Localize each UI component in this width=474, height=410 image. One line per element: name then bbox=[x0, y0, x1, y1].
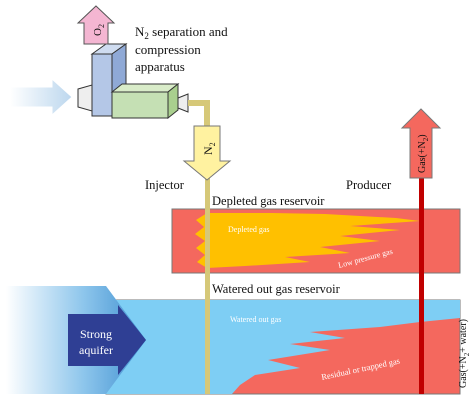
n2-injection-arrow bbox=[182, 125, 232, 181]
aquifer-label-line1: Strong bbox=[80, 327, 112, 341]
depleted-jagged-edge bbox=[195, 213, 207, 268]
injector-well-pipe bbox=[205, 176, 210, 394]
outlet-compressor-icon bbox=[177, 93, 189, 113]
injector-well: N2 Injector bbox=[145, 125, 232, 394]
producer-gas-label: Gas(+N2) bbox=[417, 134, 430, 173]
producer-well: Gas(+N2) Producer Gas(+N2+ water) bbox=[346, 108, 471, 394]
n2-injection-label: N2 bbox=[201, 142, 217, 155]
depleted-gas-zone bbox=[207, 213, 420, 268]
producer-side-label: Gas(+N2+ water) bbox=[458, 319, 471, 388]
green-compression-box bbox=[111, 91, 169, 119]
aquifer-label-line2: aquifer bbox=[79, 343, 113, 357]
apparatus-label-line2: compression bbox=[135, 42, 201, 57]
apparatus-label-line1: N2 separation and bbox=[135, 24, 228, 41]
watered-out-gas-zone bbox=[106, 300, 460, 394]
air-inflow-arrow bbox=[9, 77, 73, 117]
watered-reservoir-title: Watered out gas reservoir bbox=[212, 282, 341, 296]
gas-output-arrow bbox=[400, 108, 442, 179]
injector-label: Injector bbox=[145, 178, 185, 192]
green-box-top bbox=[110, 83, 180, 93]
depleted-reservoir: Depleted gas Low pressure gas bbox=[171, 208, 461, 274]
apparatus-label-line3: apparatus bbox=[135, 59, 185, 74]
producer-label: Producer bbox=[346, 178, 392, 192]
n2-supply-pipe bbox=[188, 100, 210, 126]
o2-label: O2 bbox=[92, 24, 106, 36]
strong-aquifer-arrow: Strong aquifer bbox=[6, 286, 146, 394]
apparatus: O2 N2 separation and compression apparat… bbox=[9, 5, 228, 120]
o2-output-arrow bbox=[76, 5, 116, 45]
watered-out-reservoir: Watered out gas Residual or trapped gas bbox=[105, 299, 461, 395]
producer-well-pipe bbox=[419, 176, 424, 394]
inlet-compressor-icon bbox=[77, 84, 93, 112]
aquifer-navy-arrow bbox=[68, 305, 146, 375]
watered-out-gas-label: Watered out gas bbox=[230, 315, 281, 324]
depleted-gas-label: Depleted gas bbox=[228, 225, 270, 234]
depleted-reservoir-title: Depleted gas reservoir bbox=[212, 194, 325, 208]
blue-separation-box bbox=[91, 53, 113, 117]
